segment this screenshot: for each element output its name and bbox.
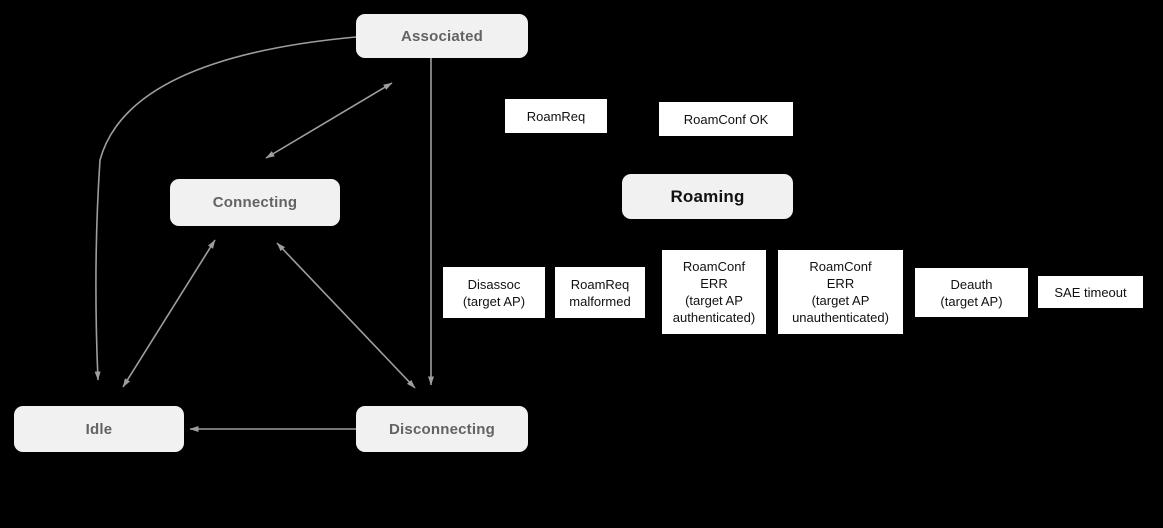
state-node-idle: Idle bbox=[14, 406, 184, 452]
event-label-line: (target AP bbox=[685, 293, 743, 308]
edge-idle-connecting-arrow bbox=[122, 239, 216, 388]
state-label-disconnecting: Disconnecting bbox=[389, 420, 495, 438]
event-label-line: SAE timeout bbox=[1054, 284, 1127, 300]
state-label-connecting: Connecting bbox=[212, 194, 298, 211]
state-label-associated: Associated bbox=[400, 27, 484, 45]
state-label-roaming: Roaming bbox=[670, 186, 745, 206]
event-label-line: RoamReq bbox=[526, 108, 586, 124]
event-label-deauth-target-ap: Deauth (target AP) bbox=[915, 268, 1028, 317]
state-node-associated: Associated bbox=[356, 14, 528, 58]
event-label-line: RoamConf bbox=[682, 259, 746, 274]
event-label-line: RoamConf OK bbox=[683, 111, 769, 127]
event-label-line: (target AP) bbox=[462, 293, 526, 309]
state-node-connecting: Connecting bbox=[170, 179, 340, 226]
event-label-roamconf-err-unauthenticated: RoamConf ERR (target AP unauthenticated) bbox=[778, 250, 903, 334]
event-label-line: Disassoc bbox=[467, 276, 521, 292]
state-label-idle: Idle bbox=[85, 420, 113, 438]
event-label-line: Deauth bbox=[950, 276, 993, 292]
event-label-roamconf-ok: RoamConf OK bbox=[659, 102, 793, 136]
event-label-sae-timeout: SAE timeout bbox=[1038, 276, 1143, 308]
event-label-line: (target AP bbox=[811, 293, 870, 308]
event-label-roamreq: RoamReq bbox=[505, 99, 607, 133]
event-label-line: malformed bbox=[569, 293, 631, 309]
event-label-line: authenticated) bbox=[672, 310, 756, 325]
state-node-disconnecting: Disconnecting bbox=[356, 406, 528, 452]
event-label-line: RoamConf bbox=[809, 259, 872, 274]
event-label-line: RoamReq bbox=[570, 276, 630, 292]
event-label-line: unauthenticated) bbox=[792, 310, 889, 325]
event-label-line: ERR bbox=[826, 276, 855, 291]
event-label-line: ERR bbox=[700, 276, 728, 291]
event-label-roamreq-malformed: RoamReq malformed bbox=[555, 267, 645, 318]
event-label-roamconf-err-authenticated: RoamConf ERR (target AP authenticated) bbox=[662, 250, 766, 334]
event-label-disassoc-target-ap: Disassoc (target AP) bbox=[443, 267, 545, 318]
edge-connecting-associated-arrow bbox=[265, 82, 393, 159]
edge-connecting-disconnecting-arrow bbox=[276, 242, 416, 389]
event-label-line: (target AP) bbox=[940, 293, 1003, 309]
state-node-roaming: Roaming bbox=[622, 174, 793, 219]
edge-associated-to-idle-arrow bbox=[94, 36, 357, 381]
